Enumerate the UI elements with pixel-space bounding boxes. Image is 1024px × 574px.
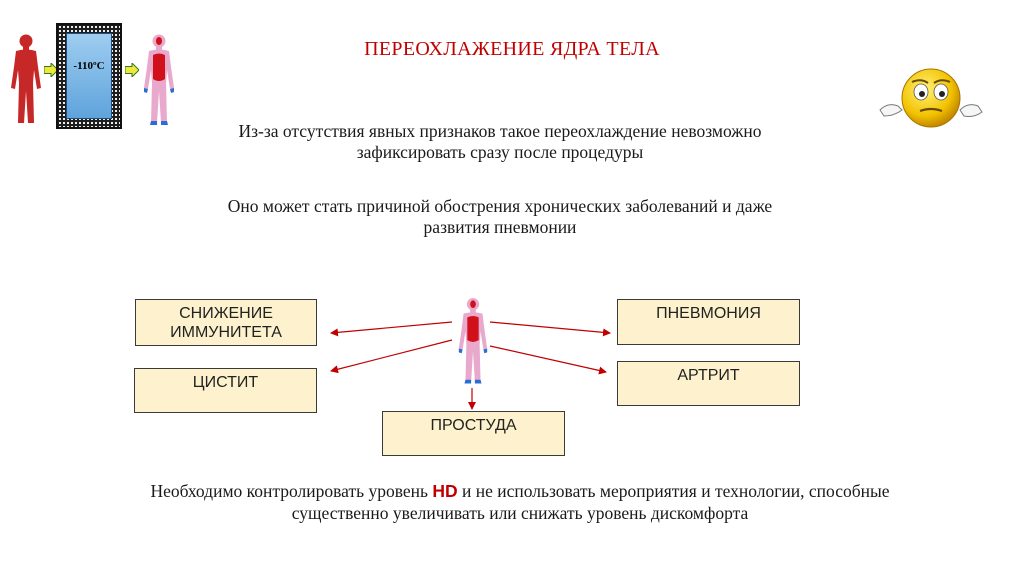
box-arthritis: АРТРИТ xyxy=(617,361,800,406)
intro-line-2: зафиксировать сразу после процедуры xyxy=(356,142,644,162)
arrow-to-immunity xyxy=(330,321,453,337)
person-red-icon xyxy=(11,34,41,123)
intro-line-1: Из-за отсутствия явных признаков такое п… xyxy=(238,121,762,141)
arrow-to-pneumonia xyxy=(489,321,611,337)
box-cold-label: ПРОСТУДА xyxy=(430,417,517,434)
person-cooled-icon xyxy=(458,298,488,384)
risk-line-1: Оно может стать причиной обострения хрон… xyxy=(227,196,773,216)
page-title: ПЕРЕОХЛАЖЕНИЕ ЯДРА ТЕЛА xyxy=(364,38,660,60)
box-cold: ПРОСТУДА xyxy=(382,411,565,456)
arrow-to-cystitis xyxy=(330,339,453,374)
arrow-to-arthritis xyxy=(489,345,607,375)
cryo-chamber-icon: -110ºC xyxy=(56,23,122,129)
intro-paragraph: Из-за отсутствия явных признаков такое п… xyxy=(110,121,890,163)
box-immunity-line-2: ИММУНИТЕТА xyxy=(170,324,282,341)
box-cystitis-label: ЦИСТИТ xyxy=(192,374,259,391)
risk-paragraph: Оно может стать причиной обострения хрон… xyxy=(110,196,890,238)
box-immunity: СНИЖЕНИЕ ИММУНИТЕТА xyxy=(135,299,317,346)
conclusion-line-2: существенно увеличивать или снижать уров… xyxy=(291,503,749,523)
box-cystitis: ЦИСТИТ xyxy=(134,368,317,413)
freezer-temperature: -110ºC xyxy=(73,60,105,72)
conclusion-text-before: Необходимо контролировать уровень xyxy=(150,481,433,501)
box-pneumonia-label: ПНЕВМОНИЯ xyxy=(656,305,761,322)
person-cooled-icon xyxy=(144,34,174,125)
conclusion-paragraph: Необходимо контролировать уровень HD и н… xyxy=(40,480,1000,524)
conclusion-line-1: Необходимо контролировать уровень HD и н… xyxy=(40,480,1000,502)
conclusion-text-after: и не использовать мероприятия и технолог… xyxy=(457,481,890,501)
box-pneumonia: ПНЕВМОНИЯ xyxy=(617,299,800,345)
box-immunity-line-1: СНИЖЕНИЕ xyxy=(179,305,273,322)
hd-highlight: HD xyxy=(432,481,458,501)
arrow-right-icon xyxy=(44,63,58,77)
arrow-right-icon xyxy=(125,63,139,77)
box-arthritis-label: АРТРИТ xyxy=(677,367,740,384)
worried-smiley-icon xyxy=(879,68,983,128)
risk-line-2: развития пневмонии xyxy=(423,217,577,237)
